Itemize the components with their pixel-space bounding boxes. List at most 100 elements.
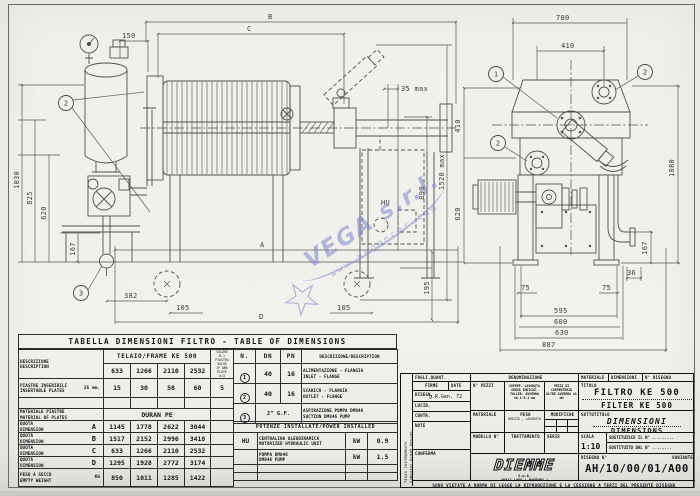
empty-cell xyxy=(210,444,235,457)
callout-number: 1 xyxy=(494,71,498,79)
callout-balloons xyxy=(58,64,653,301)
connections-table: N. DN PN DESCRIZIONE/DESCRIPTION 1 40 16… xyxy=(233,349,398,424)
plates-count: 60 xyxy=(183,378,212,398)
dim-label: 825 xyxy=(26,191,34,205)
denominazione-cell: DENOMINAZIONE xyxy=(471,374,579,382)
legal-footer: SONO VIETATE A NORMA DI LEGGE LA RIPRODU… xyxy=(432,482,676,488)
connection-desc: ALIMENTAZIONE - FLANGIA INLET - FLANGE xyxy=(301,363,398,384)
title-cell: TITOLO FILTRO KE 500 FILTER KE 500 xyxy=(579,382,695,411)
empty-cell xyxy=(103,397,131,409)
serie-cell: SERIE xyxy=(545,433,579,454)
sheet-border-frame xyxy=(8,4,695,488)
firme-cell: FIRME xyxy=(413,382,449,391)
desc-header-cell: DESCRIZIONE DESCRIPTION xyxy=(18,349,104,379)
frame-header-cell: TELAIO/FRAME KE 500 xyxy=(102,349,212,364)
empty-cell xyxy=(210,456,235,469)
quota-row-label: QUOTA DIMENSION C xyxy=(18,444,104,457)
cad-strip: TEXAS INSTRUMENTS Computer Aided Design xyxy=(401,374,413,486)
note-cell: NOTE xyxy=(413,422,471,450)
empty-cell xyxy=(157,397,185,409)
side-view xyxy=(472,60,648,266)
peso-cell: PESO GREZZO , LAVORATO xyxy=(505,411,545,433)
power-unit: kW xyxy=(345,449,368,465)
frame-size: 1266 xyxy=(130,362,158,380)
tolerance-note-1: SUPERF. LAVORATA SENZA INDICAZ. TOLLER. … xyxy=(505,382,545,411)
power-desc: CENTRALINA OLEODINAMICA MOTORIZED HYDRAU… xyxy=(257,432,346,450)
dim-label: 105 xyxy=(176,304,190,312)
pezzi-cell: N° PEZZI xyxy=(471,382,505,411)
dim-label: 630 xyxy=(555,329,569,337)
dim-label: 167 xyxy=(69,242,77,256)
dimension-table: DESCRIZIONE DESCRIPTION TELAIO/FRAME KE … xyxy=(18,349,235,487)
callout-numbers: 2 3 1 2 2 xyxy=(64,69,647,298)
contr-cell: CONTR. xyxy=(413,412,471,422)
dim-label: 36 xyxy=(627,269,636,277)
title-block: TEXAS INSTRUMENTS Computer Aided Design … xyxy=(400,373,695,488)
frame-size: 2532 xyxy=(183,362,212,380)
diemme-logo: DIEMME xyxy=(493,455,556,474)
dim-label: A xyxy=(260,241,265,249)
callout-number: 2 xyxy=(496,140,500,148)
dim-label: 35 max xyxy=(401,85,428,93)
disegn-signature: g.R.Gen. 72 xyxy=(429,394,463,400)
disegn-cell: DISEGN. g.R.Gen. 72 xyxy=(413,391,471,402)
header-materiale: MATERIALE xyxy=(579,374,609,382)
plates-count: 30 xyxy=(130,378,158,398)
empty-cell xyxy=(130,397,158,409)
conferma-cell: CONFERMA xyxy=(413,450,471,481)
note-cell: VALORE N.1 PIASTRA VALUE IF ONE PLATE d=… xyxy=(210,349,235,379)
hydraulic-unit-label: HU xyxy=(381,199,390,207)
dim-label: 410 xyxy=(454,119,462,133)
quota-row-label: QUOTA DIMENSION D xyxy=(18,456,104,469)
callout-number: 2 xyxy=(643,69,647,77)
title-english: FILTER KE 500 xyxy=(601,401,673,410)
quota-row-label: QUOTA DIMENSION B xyxy=(18,432,104,445)
manufacturer-logo-cell: DIEMME S.p.A. 48022 LUGO ( RAVENNA ) xyxy=(471,454,579,482)
dim-label: 150 xyxy=(122,32,136,40)
callout-number: 2 xyxy=(64,100,68,108)
logo-address: 48022 LUGO ( RAVENNA ) xyxy=(500,478,549,482)
dim-label: B xyxy=(268,13,273,21)
dim-label: 382 xyxy=(124,292,138,300)
empty-cell xyxy=(210,420,235,433)
empty-cell xyxy=(18,397,104,409)
dim-label: 1520 max xyxy=(438,154,446,190)
power-value: 1.5 xyxy=(366,449,399,465)
front-view-dimensions xyxy=(18,20,458,324)
dim-label: 75 xyxy=(602,284,611,292)
dim-key: B xyxy=(91,434,96,443)
material-label-cell: MATERIALE PIASTRE MATERIAL OF PLATES xyxy=(18,408,104,421)
dim-label: 700 xyxy=(556,14,570,22)
trattamento-cell: TRATTAMENTO xyxy=(505,433,545,454)
dim-label: D xyxy=(259,313,264,321)
sostituito-cell: SOSTITUITO DAL N° ........ xyxy=(607,443,695,454)
empty-cell xyxy=(210,397,235,409)
subtitle-english: DIMENSIONS xyxy=(610,427,664,435)
frame-size: 633 xyxy=(103,362,131,380)
connection-desc: SCARICO - FLANGIA OUTLET - FLANGE xyxy=(301,383,398,404)
power-value: 0.9 xyxy=(366,432,399,450)
scale-cell: SCALA 1:10 xyxy=(579,433,607,454)
variante-label: VARIANTE xyxy=(672,455,693,460)
dim-label: C xyxy=(247,25,252,33)
drawing-number: AH/10/00/01/A00 xyxy=(585,463,689,475)
dim-label: 620 xyxy=(454,207,462,221)
empty-cell xyxy=(183,397,212,409)
subtitle-cell: SOTTOTITOLO DIMENSIONI DIMENSIONS xyxy=(579,411,695,435)
power-table: POTENZE INSTALLATE/POWER INSTALLED HU CE… xyxy=(232,421,399,481)
dim-key: D xyxy=(91,458,96,467)
title-italian: FILTRO KE 500 xyxy=(582,388,692,400)
side-view-dimensions xyxy=(464,18,680,352)
scale-value: 1:10 xyxy=(581,442,601,451)
dim-key: A xyxy=(91,422,96,431)
dim-key: C xyxy=(91,446,96,455)
plate-thickness: 25 mm. xyxy=(83,385,100,391)
empty-cell xyxy=(210,432,235,445)
plates-extra: 5 xyxy=(210,378,235,398)
dim-label: 195 xyxy=(423,281,431,295)
power-code xyxy=(233,449,258,465)
dim-label: 105 xyxy=(337,304,351,312)
power-unit: kW xyxy=(345,432,368,450)
weight-unit: KG xyxy=(94,475,100,480)
